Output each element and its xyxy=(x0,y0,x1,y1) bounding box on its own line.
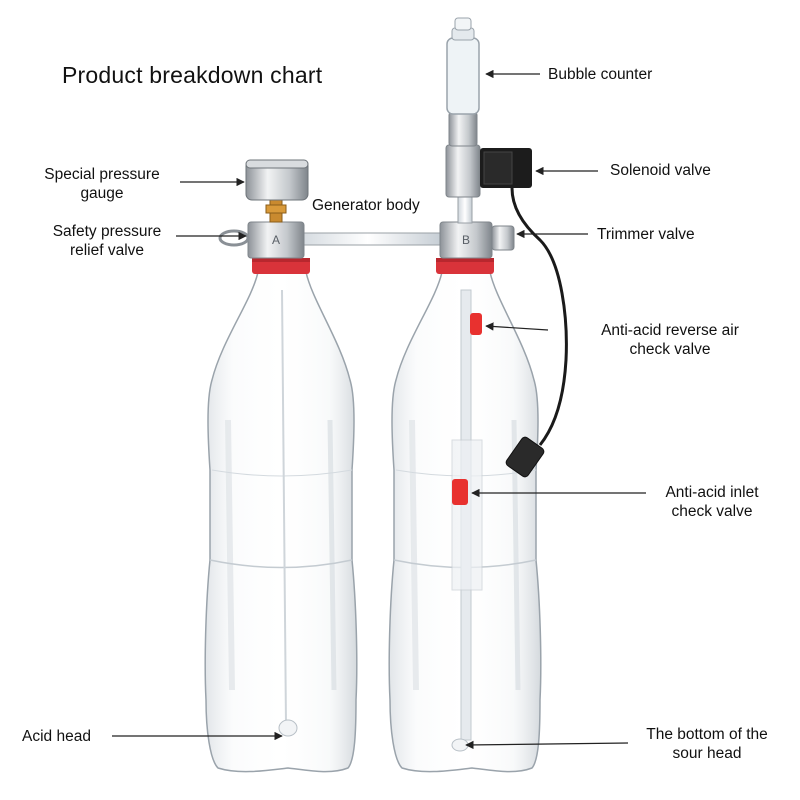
safety-relief-ring-icon xyxy=(218,229,250,247)
bottle-b-marking: B xyxy=(462,233,470,247)
inlet-check-valve-icon xyxy=(452,479,468,505)
bubble-counter-icon xyxy=(446,37,480,115)
label-acid-head: Acid head xyxy=(22,728,91,745)
label-safety-relief-valve: Safety pressure relief valve xyxy=(52,223,162,259)
label-generator-body: Generator body xyxy=(312,197,420,214)
label-pressure-gauge: Special pressure gauge xyxy=(44,166,160,202)
trimmer-knob-icon xyxy=(491,225,515,251)
label-sour-head-bottom: The bottom of the sour head xyxy=(646,726,768,762)
power-connector-icon xyxy=(505,436,545,478)
reverse-check-valve-icon xyxy=(470,313,482,335)
label-bubble-counter: Bubble counter xyxy=(548,66,653,83)
page-title: Product breakdown chart xyxy=(62,62,323,88)
label-solenoid-valve: Solenoid valve xyxy=(610,162,711,179)
left-bottle xyxy=(204,258,358,773)
label-trimmer-valve: Trimmer valve xyxy=(597,226,695,243)
bottle-a-marking: A xyxy=(272,233,280,247)
label-anti-acid-inlet: Anti-acid inlet check valve xyxy=(665,484,759,520)
right-bottle xyxy=(388,258,542,773)
solenoid-cable xyxy=(510,187,568,446)
generator-body xyxy=(291,232,445,246)
pointer-lines xyxy=(112,69,646,750)
label-anti-acid-reverse: Anti-acid reverse air check valve xyxy=(601,322,739,358)
